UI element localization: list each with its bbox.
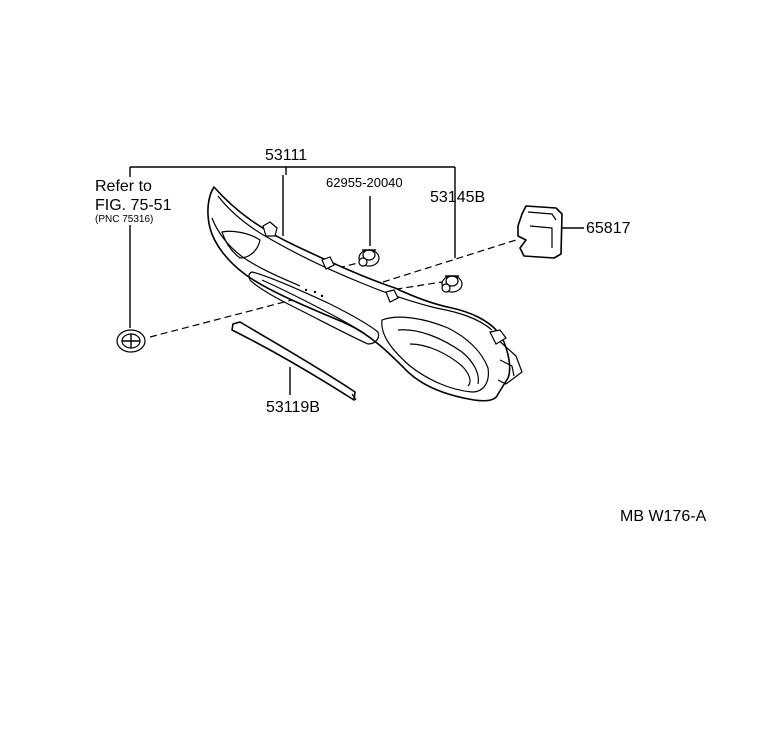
assembly-line-bracket <box>382 239 517 283</box>
callout-53145b: 53145B <box>430 189 485 206</box>
reference-line-1: Refer to <box>95 178 152 195</box>
retainer-part <box>441 275 463 293</box>
clip-part <box>358 249 380 267</box>
callout-65817: 65817 <box>586 220 631 237</box>
moulding-part <box>231 321 357 401</box>
bracket-part <box>517 205 563 259</box>
leader-53111 <box>129 166 456 258</box>
reference-line-2: FIG. 75-51 <box>95 197 172 214</box>
reference-line-3: (PNC 75316) <box>95 214 153 225</box>
figure-code: MB W176-A <box>620 508 707 525</box>
assembly-line-emblem <box>149 299 293 338</box>
callout-62955-20040: 62955-20040 <box>326 175 403 190</box>
callout-53111: 53111 <box>265 147 307 164</box>
grille-part <box>207 186 523 402</box>
callout-53119b: 53119B <box>266 399 320 416</box>
emblem-part <box>116 329 146 353</box>
speck-marks <box>304 288 324 298</box>
